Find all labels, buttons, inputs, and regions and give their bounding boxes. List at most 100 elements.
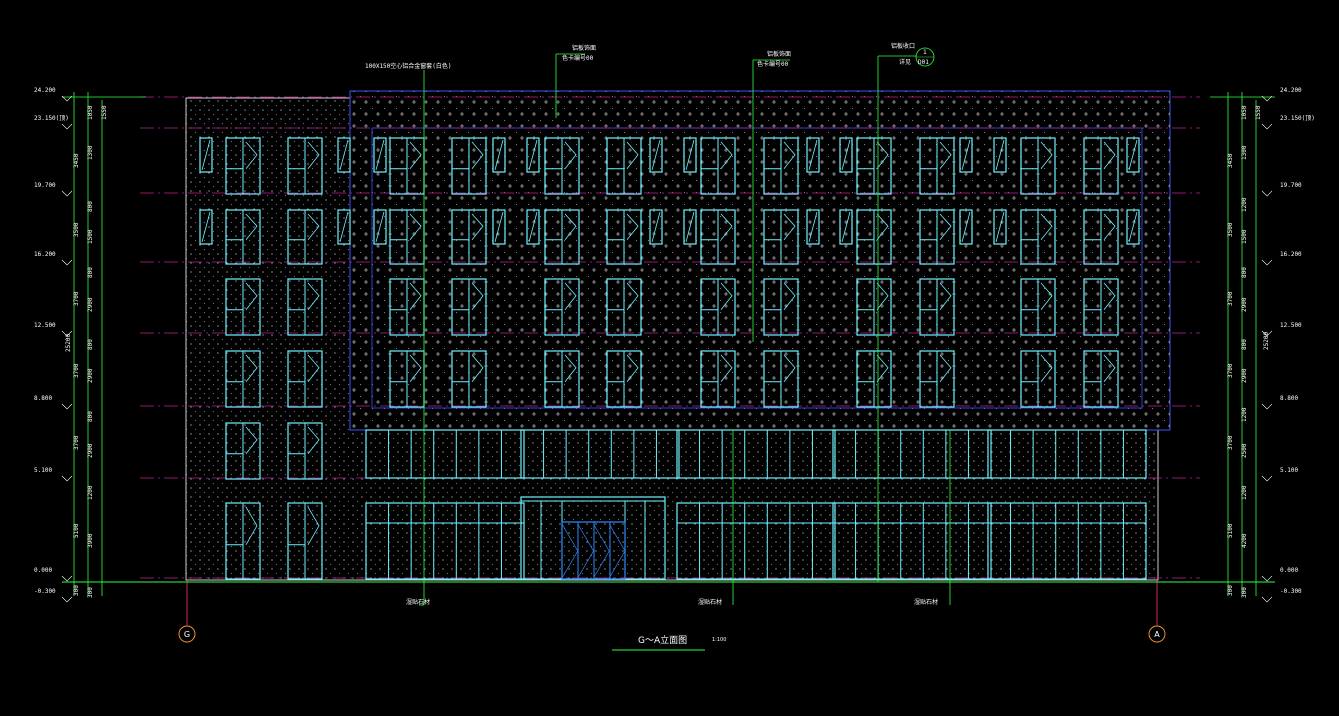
dim-value: 3700 [1227, 363, 1234, 378]
window-frame [649, 209, 663, 245]
dimension-column-left: 24.20023.150(顶)19.70016.20012.5008.8005.… [34, 87, 108, 603]
window-frame [526, 209, 540, 245]
storefront-bay [987, 502, 1147, 580]
window [856, 137, 892, 195]
window-opening-mark [685, 139, 695, 171]
dim-value: 2900 [87, 368, 94, 383]
total-height-right: 25200 [1263, 332, 1270, 350]
window-opening-mark [494, 139, 504, 171]
window [763, 350, 799, 408]
dim-value: 3700 [73, 435, 80, 450]
storefront [365, 429, 1147, 580]
elevation-label: 5.100 [1280, 467, 1298, 474]
window-opening-mark [528, 139, 538, 171]
window-opening-mark [939, 213, 952, 240]
dim-value: 300 [73, 585, 80, 596]
drawing-title: G～A立面图 [638, 634, 687, 646]
window [700, 209, 736, 265]
window [606, 350, 642, 408]
grid-axes: G A [178, 580, 1166, 643]
dim-value: 5100 [1227, 523, 1234, 538]
window [959, 137, 973, 173]
elevation-label: 12.500 [1280, 322, 1302, 329]
window [993, 209, 1007, 245]
window-opening-mark [939, 141, 952, 170]
window-frame [993, 137, 1007, 173]
dim-value: 3450 [1227, 153, 1234, 168]
callout-cladding-2a: 铝板饰面 [767, 50, 791, 58]
window-opening-mark [409, 354, 422, 383]
window-frame [1126, 209, 1140, 245]
window [287, 422, 323, 480]
window [1020, 137, 1056, 195]
window-opening-mark [876, 213, 889, 240]
window [526, 209, 540, 245]
window-opening-mark [720, 213, 733, 240]
dim-value: 3500 [73, 222, 80, 237]
elevation-label: 24.200 [34, 87, 56, 94]
window [287, 502, 323, 580]
window [763, 278, 799, 336]
window [606, 137, 642, 195]
axis-label-a: A [1154, 630, 1160, 639]
window [1083, 209, 1119, 265]
dim-value: 2500 [1241, 443, 1248, 458]
elevation-marker [1261, 123, 1273, 130]
window-opening-mark [626, 354, 639, 383]
dim-value: 3700 [73, 363, 80, 378]
dim-value: 1200 [1241, 197, 1248, 212]
dim-value: 1200 [1241, 407, 1248, 422]
window-frame [959, 137, 973, 173]
dim-value: 3500 [1227, 222, 1234, 237]
window-frame [492, 137, 506, 173]
elevation-marker [61, 575, 73, 582]
window-opening-mark [201, 139, 211, 171]
window [856, 209, 892, 265]
elevation-marker [61, 596, 73, 603]
window [649, 209, 663, 245]
storefront-frame [676, 429, 836, 479]
window-opening-mark [307, 141, 320, 170]
window-opening-mark [783, 282, 796, 311]
callout-leaders [419, 47, 951, 651]
curtain-panel-texture [350, 91, 1170, 430]
storefront-bay [365, 502, 525, 580]
storefront-bay [832, 502, 992, 580]
window-opening-mark [961, 211, 971, 243]
dim-value: 3900 [87, 533, 94, 548]
dim-value: 1200 [87, 485, 94, 500]
window [287, 209, 323, 265]
window [700, 137, 736, 195]
elevation-marker [1261, 259, 1273, 266]
dim-value: 300 [1241, 587, 1248, 598]
callout-stone-3: 湿贴石材 [914, 598, 938, 606]
storefront-frame [365, 502, 525, 580]
window [959, 209, 973, 245]
elevation-marker [1261, 190, 1273, 197]
dim-value: 2900 [87, 297, 94, 312]
window-frame [373, 137, 387, 173]
drawing-scale: 1:100 [712, 637, 726, 643]
dim-value: 1050 [87, 105, 94, 120]
elevation-marker [61, 403, 73, 410]
elevation-label: 8.800 [34, 395, 52, 402]
elevation-marker [1261, 330, 1273, 337]
window [544, 137, 580, 195]
elevation-label: 16.200 [1280, 251, 1302, 258]
dim-value: 800 [1241, 267, 1248, 278]
window-opening-mark [564, 141, 577, 170]
window [287, 350, 323, 408]
window [1020, 350, 1056, 408]
window-opening-mark [307, 213, 320, 240]
elevation-marker [61, 95, 73, 102]
window [225, 137, 261, 195]
elevation-marker [61, 259, 73, 266]
window-frame [373, 209, 387, 245]
window-opening-mark [307, 282, 320, 311]
storefront-frame [365, 429, 525, 479]
elevation-label: 19.700 [34, 182, 56, 189]
elevation-label: 12.500 [34, 322, 56, 329]
dim-value: 800 [87, 339, 94, 350]
window [700, 350, 736, 408]
